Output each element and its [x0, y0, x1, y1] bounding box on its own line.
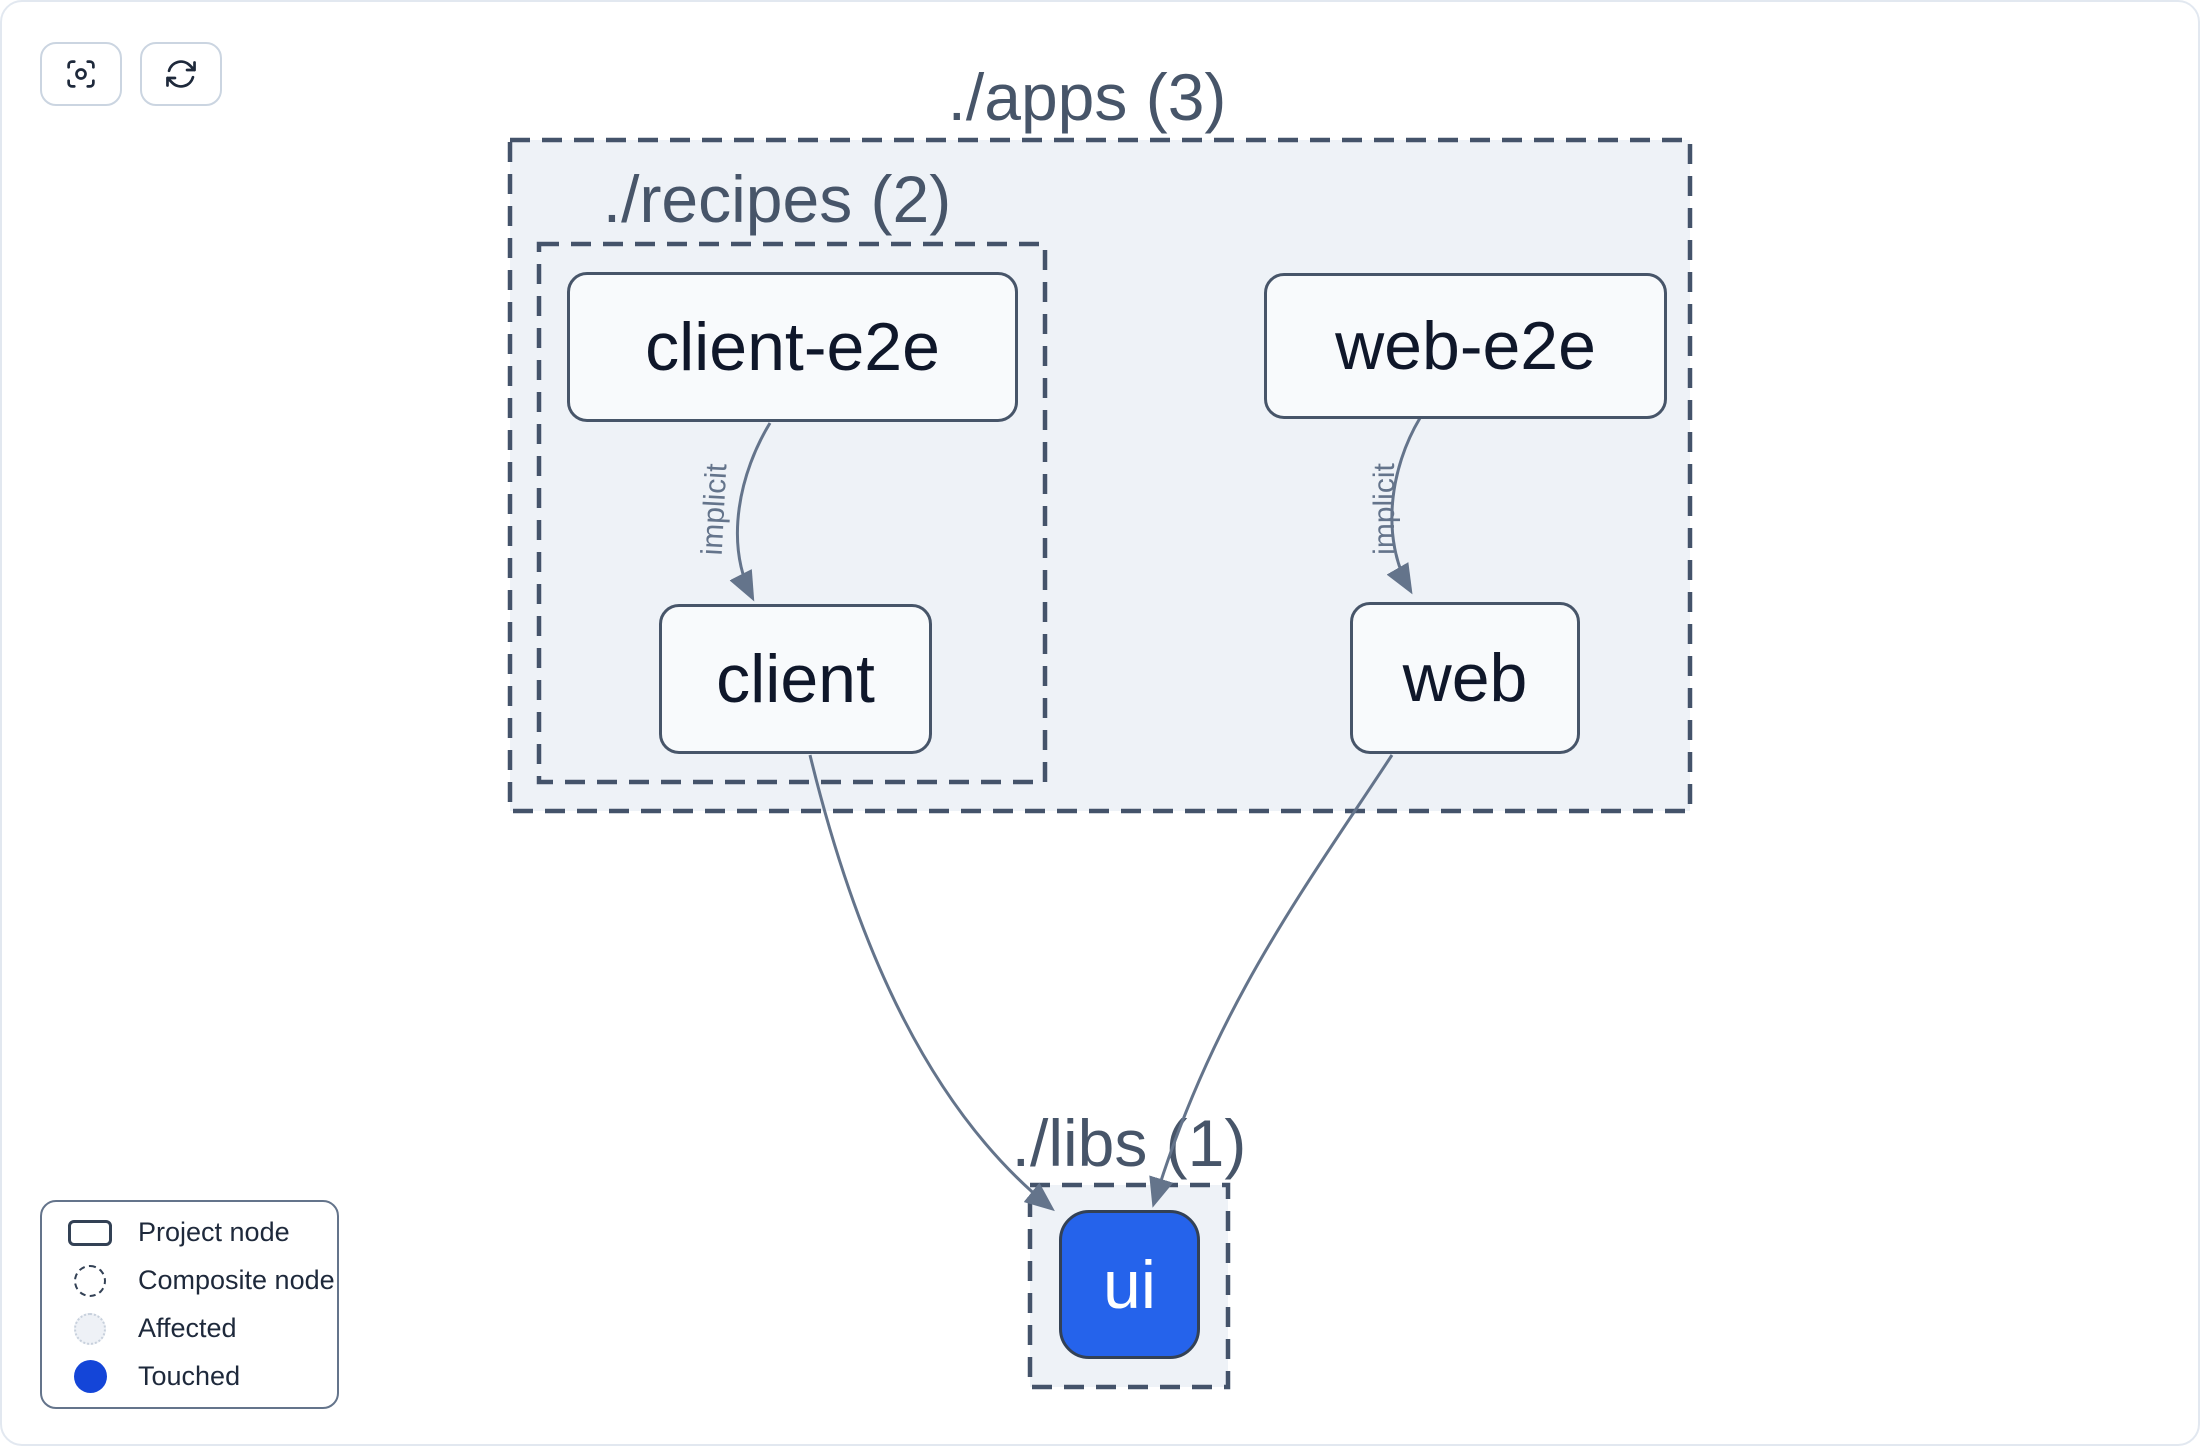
focus-graph-button[interactable]: [40, 42, 122, 106]
node-web[interactable]: web: [1350, 602, 1580, 754]
refresh-graph-button[interactable]: [140, 42, 222, 106]
legend-item-affected: Affected: [42, 1312, 337, 1346]
refresh-icon: [163, 56, 199, 92]
node-ui[interactable]: ui: [1059, 1210, 1200, 1359]
graph-toolbar: [40, 42, 222, 106]
node-client-e2e[interactable]: client-e2e: [567, 272, 1018, 422]
legend-label: Project node: [138, 1217, 290, 1247]
legend-item-composite-node: Composite node: [42, 1264, 337, 1298]
edge-label-implicit-right: implicit: [1368, 463, 1401, 555]
viewfinder-circle-icon: [63, 56, 99, 92]
edge-web-ui: [1149, 754, 1394, 1208]
node-web-e2e[interactable]: web-e2e: [1264, 273, 1667, 419]
composite-node-icon: [74, 1264, 106, 1297]
edge-web-e2e-web: [1386, 417, 1422, 595]
affected-node-icon: [74, 1312, 106, 1345]
legend-label: Touched: [138, 1361, 241, 1391]
node-client[interactable]: client: [659, 604, 932, 754]
container-recipes-label: ./recipes (2): [603, 162, 951, 236]
touched-node-icon: [73, 1360, 107, 1393]
legend-item-project-node: Project node: [42, 1216, 337, 1250]
graph-legend: Project node Composite node Affected Tou…: [40, 1200, 339, 1409]
container-libs-label: ./libs (1): [1012, 1106, 1247, 1180]
edge-label-implicit-left: implicit: [696, 462, 734, 556]
legend-label: Composite node: [138, 1265, 335, 1295]
edge-client-ui: [808, 754, 1055, 1212]
legend-item-touched: Touched: [42, 1360, 337, 1394]
project-node-icon: [68, 1219, 112, 1246]
container-apps-label: ./apps (3): [948, 60, 1227, 134]
edge-client-e2e-client: [729, 422, 772, 602]
legend-label: Affected: [138, 1313, 237, 1343]
